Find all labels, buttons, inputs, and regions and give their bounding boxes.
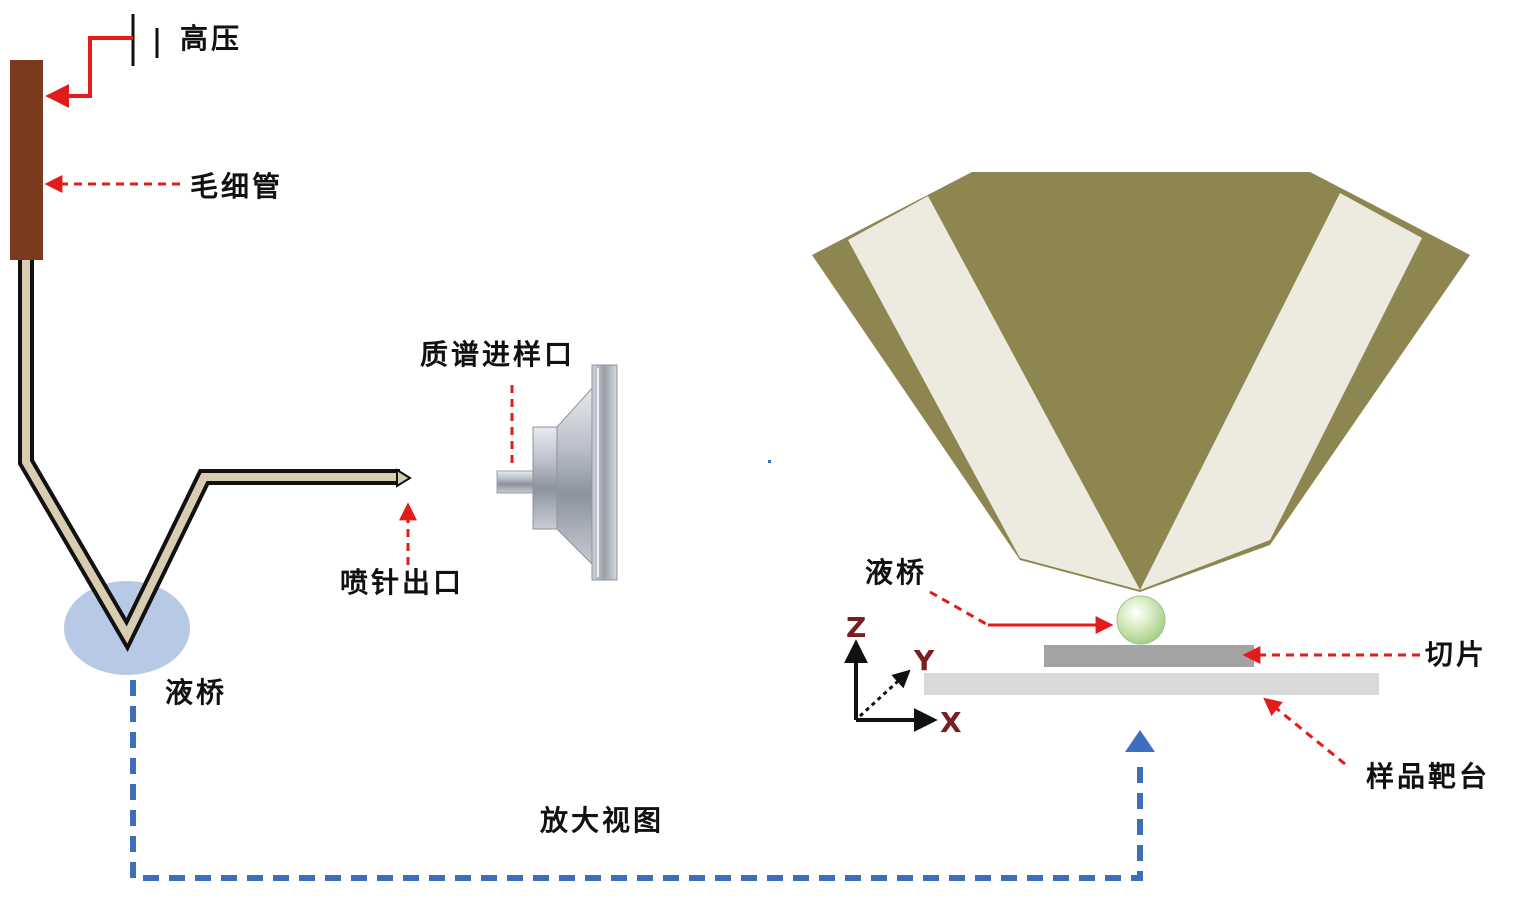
y-axis-label: Y: [913, 644, 935, 677]
nozzle-outlet-label: 喷针出口: [340, 566, 464, 599]
liquid-bridge-label-right: 液桥: [865, 556, 927, 589]
probe-stripe-right: [1140, 193, 1422, 590]
slice-label: 切片: [1425, 638, 1487, 671]
enlarged-view-connector: [130, 680, 1143, 881]
probe-stripe-left: [848, 196, 1140, 590]
x-axis-label: X: [940, 706, 962, 739]
capillary-tube: [10, 60, 43, 260]
ms-inlet-label: 质谱进样口: [420, 338, 575, 371]
sample-stage-label: 样品靶台: [1366, 760, 1490, 793]
coordinate-axes: [844, 639, 938, 732]
stray-dot: [768, 460, 771, 463]
enlarged-view-label: 放大视图: [539, 804, 664, 837]
high-voltage-label: 高压: [180, 22, 242, 55]
slice: [1044, 645, 1254, 667]
sample-stage-pointer: [1263, 697, 1346, 766]
ms-inlet-cone: [496, 364, 618, 581]
enlarged-view-arrowhead: [1125, 730, 1155, 752]
high-voltage-symbol: [131, 14, 159, 66]
sample-stage: [924, 673, 1379, 695]
liquid-bridge-pointer-dashed: [929, 590, 989, 627]
liquid-bridge-label-left: 液桥: [165, 676, 227, 709]
z-axis-label: Z: [846, 611, 866, 644]
liquid-bridge-sphere: [1116, 595, 1166, 645]
capillary-label: 毛细管: [190, 170, 283, 203]
probe-tube: [18, 260, 412, 652]
hv-wire-arrow: [45, 36, 133, 108]
